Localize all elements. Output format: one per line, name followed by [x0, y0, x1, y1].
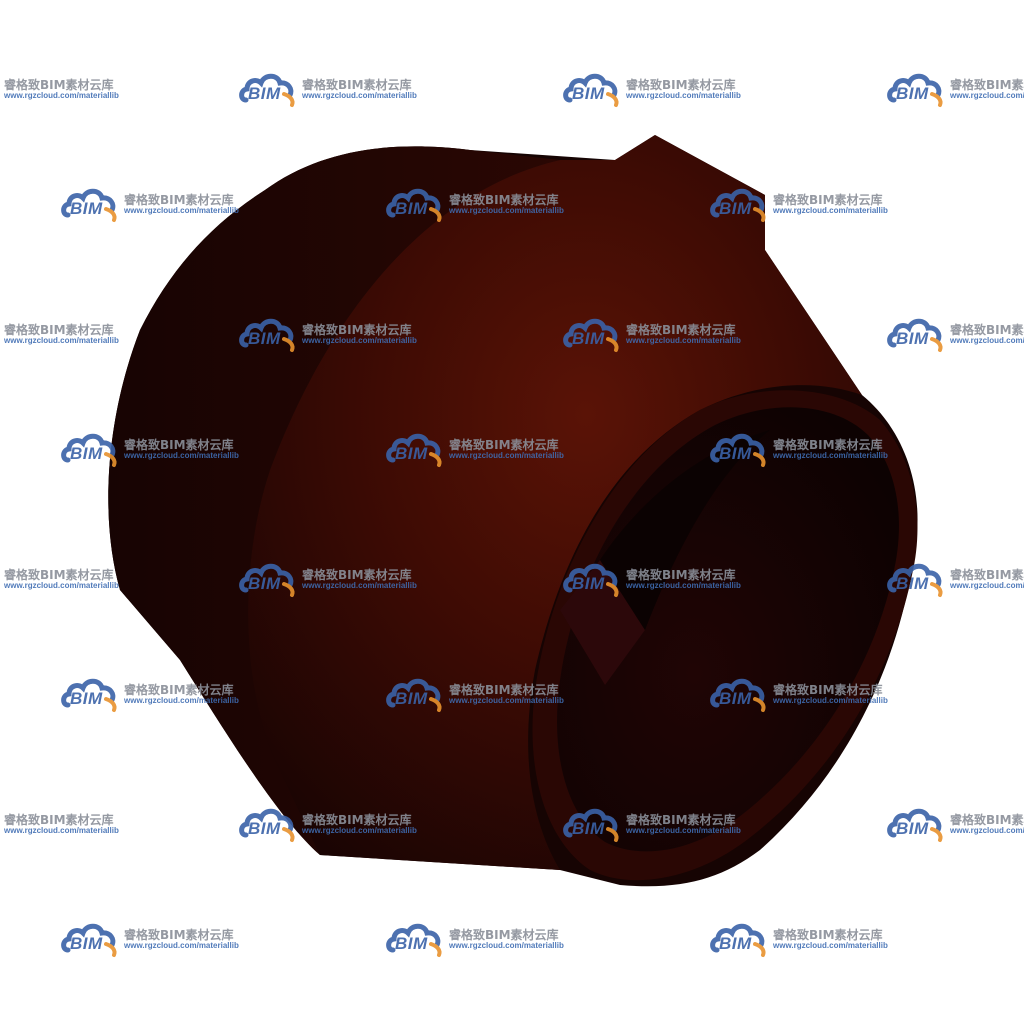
fitting-left-face — [108, 146, 560, 856]
inner-shadow — [600, 430, 770, 630]
